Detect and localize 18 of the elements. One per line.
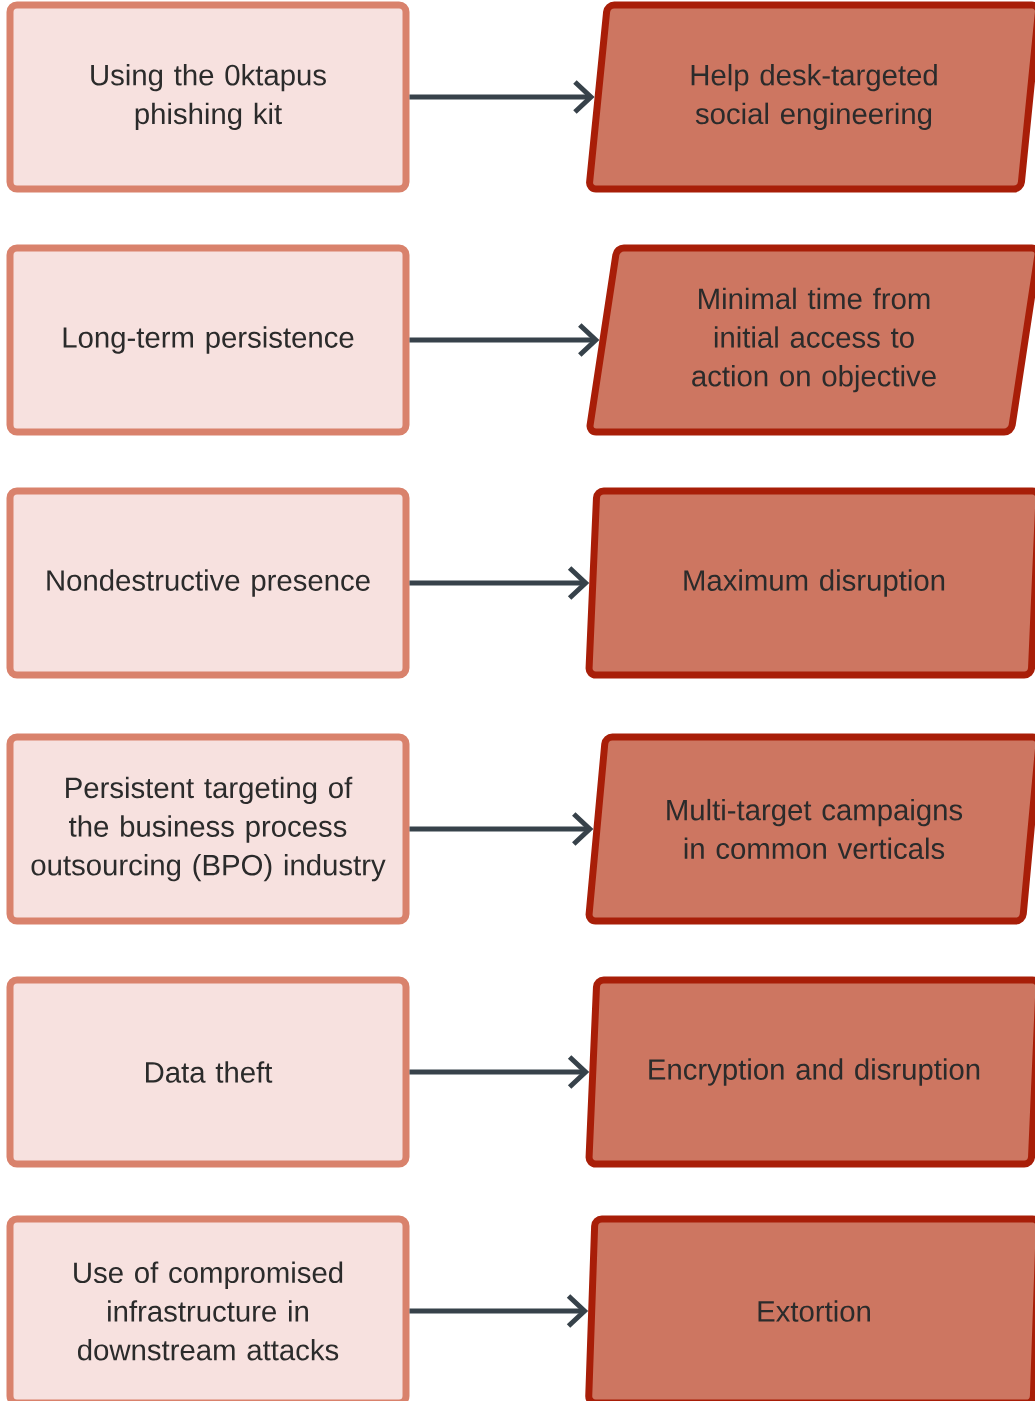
outcome-parallelogram: Minimal time from initial access to action on objective [586, 244, 1035, 436]
outcome-parallelogram: Help desk-targeted social engineering [586, 1, 1035, 193]
process-box: Persistent targeting of the business process outsourcing (BPO) industry [6, 733, 410, 925]
outcome-parallelogram: Maximum disruption [585, 487, 1035, 679]
arrow [409, 80, 595, 114]
process-box: Using the 0ktapus phishing kit [6, 1, 410, 193]
outcome-parallelogram: Encryption and disruption [585, 976, 1035, 1168]
process-box: Nondestructive presence [6, 487, 410, 679]
process-box: Long-term persistence [6, 244, 410, 436]
arrow [409, 566, 590, 600]
outcome-parallelogram: Extortion [585, 1215, 1035, 1401]
arrow [409, 1055, 590, 1089]
process-box: Data theft [6, 976, 410, 1168]
arrow [409, 812, 594, 846]
arrow [409, 323, 600, 357]
arrow [409, 1294, 589, 1328]
outcome-parallelogram: Multi-target campaigns in common verticals [585, 733, 1035, 925]
process-box: Use of compromised infrastructure in downstream attacks [6, 1215, 410, 1401]
